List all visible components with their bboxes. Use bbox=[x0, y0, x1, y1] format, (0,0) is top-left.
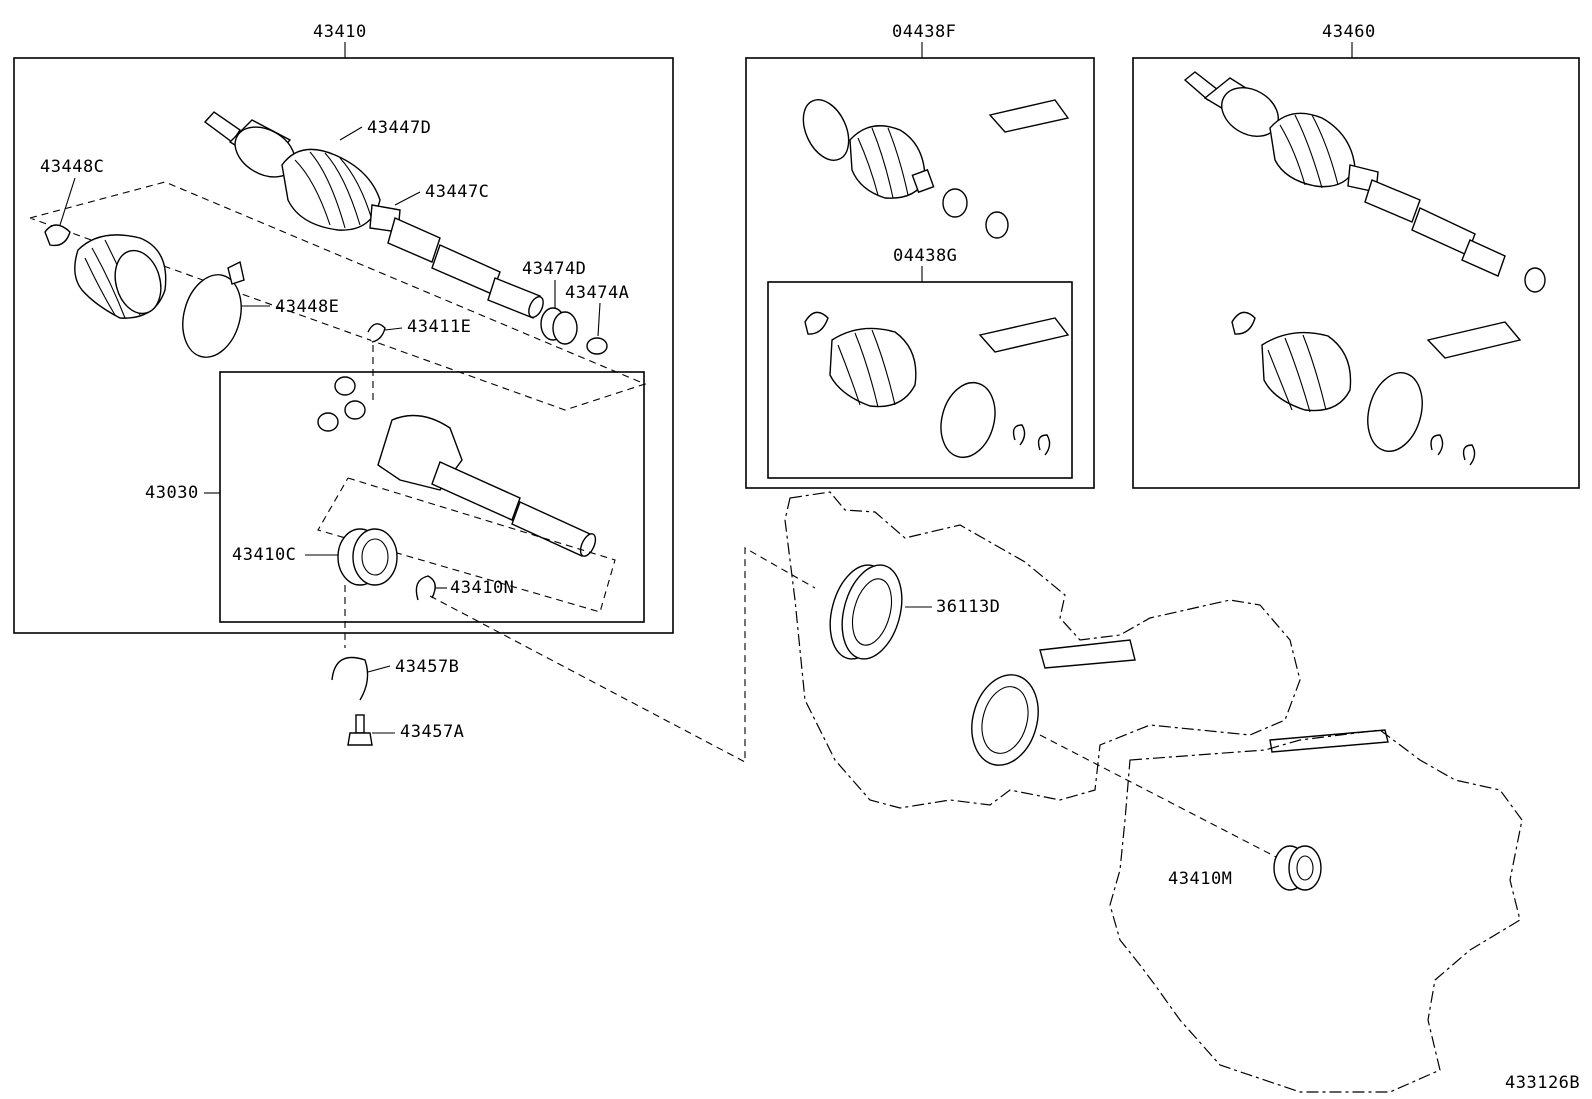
label-36113D[interactable]: 36113D bbox=[936, 597, 1000, 617]
drawing-number: 433126B bbox=[1505, 1073, 1580, 1093]
boot-inner bbox=[74, 234, 167, 319]
inner-housing-shaft bbox=[377, 414, 597, 557]
tripod-joint bbox=[317, 376, 366, 432]
label-43457A[interactable]: 43457A bbox=[400, 722, 464, 742]
label-43410C[interactable]: 43410C bbox=[232, 545, 296, 565]
dashed-region bbox=[29, 181, 647, 411]
drive-shaft-43460 bbox=[1183, 71, 1546, 293]
label-43411E[interactable]: 43411E bbox=[407, 317, 471, 337]
frame-04438F bbox=[745, 57, 1095, 489]
label-43448C[interactable]: 43448C bbox=[40, 157, 104, 177]
dashed-bearing-region bbox=[317, 477, 616, 613]
frame-43410 bbox=[13, 57, 674, 634]
group-43460: 43460 bbox=[1132, 22, 1580, 489]
connector-43410M bbox=[1039, 734, 1279, 859]
boot-kit-parts-right bbox=[1231, 311, 1522, 466]
label-04438F[interactable]: 04438F bbox=[892, 22, 956, 42]
frame-43460 bbox=[1132, 57, 1580, 489]
bolt-43457A bbox=[347, 714, 373, 746]
label-43410N[interactable]: 43410N bbox=[450, 578, 514, 598]
group-04438F: 04438F 04438G bbox=[745, 22, 1095, 489]
label-43448E[interactable]: 43448E bbox=[275, 297, 339, 317]
bracket-43457B bbox=[331, 656, 369, 701]
group-43410: 43410 43447D 43447C 43448C bbox=[13, 22, 674, 634]
label-43457B[interactable]: 43457B bbox=[395, 657, 459, 677]
frame-43030 bbox=[219, 371, 645, 623]
drive-shaft-43410 bbox=[203, 111, 544, 319]
boot-kit-parts-inner bbox=[804, 311, 1070, 459]
label-04438G[interactable]: 04438G bbox=[893, 246, 957, 266]
bushing-43474D bbox=[540, 307, 578, 345]
seal-43410M bbox=[1273, 845, 1322, 891]
label-43447C[interactable]: 43447C bbox=[425, 182, 489, 202]
clamp-43448C bbox=[44, 224, 71, 247]
label-43474A[interactable]: 43474A bbox=[565, 283, 629, 303]
ring-43474A bbox=[586, 337, 608, 355]
label-43410[interactable]: 43410 bbox=[313, 22, 367, 42]
label-43474D[interactable]: 43474D bbox=[522, 259, 586, 279]
label-43447D[interactable]: 43447D bbox=[367, 118, 431, 138]
bearing-43410C bbox=[337, 528, 398, 586]
frame-04438G bbox=[767, 281, 1073, 479]
clamp-43448E bbox=[182, 260, 245, 358]
label-43030[interactable]: 43030 bbox=[145, 483, 199, 503]
label-43410M[interactable]: 43410M bbox=[1168, 869, 1232, 889]
snapring-43411E bbox=[367, 323, 386, 343]
boot-kit-parts-top bbox=[802, 99, 1070, 239]
transaxle-housing bbox=[784, 491, 1523, 1093]
label-43460[interactable]: 43460 bbox=[1322, 22, 1376, 42]
snapring-43410N bbox=[415, 575, 436, 601]
